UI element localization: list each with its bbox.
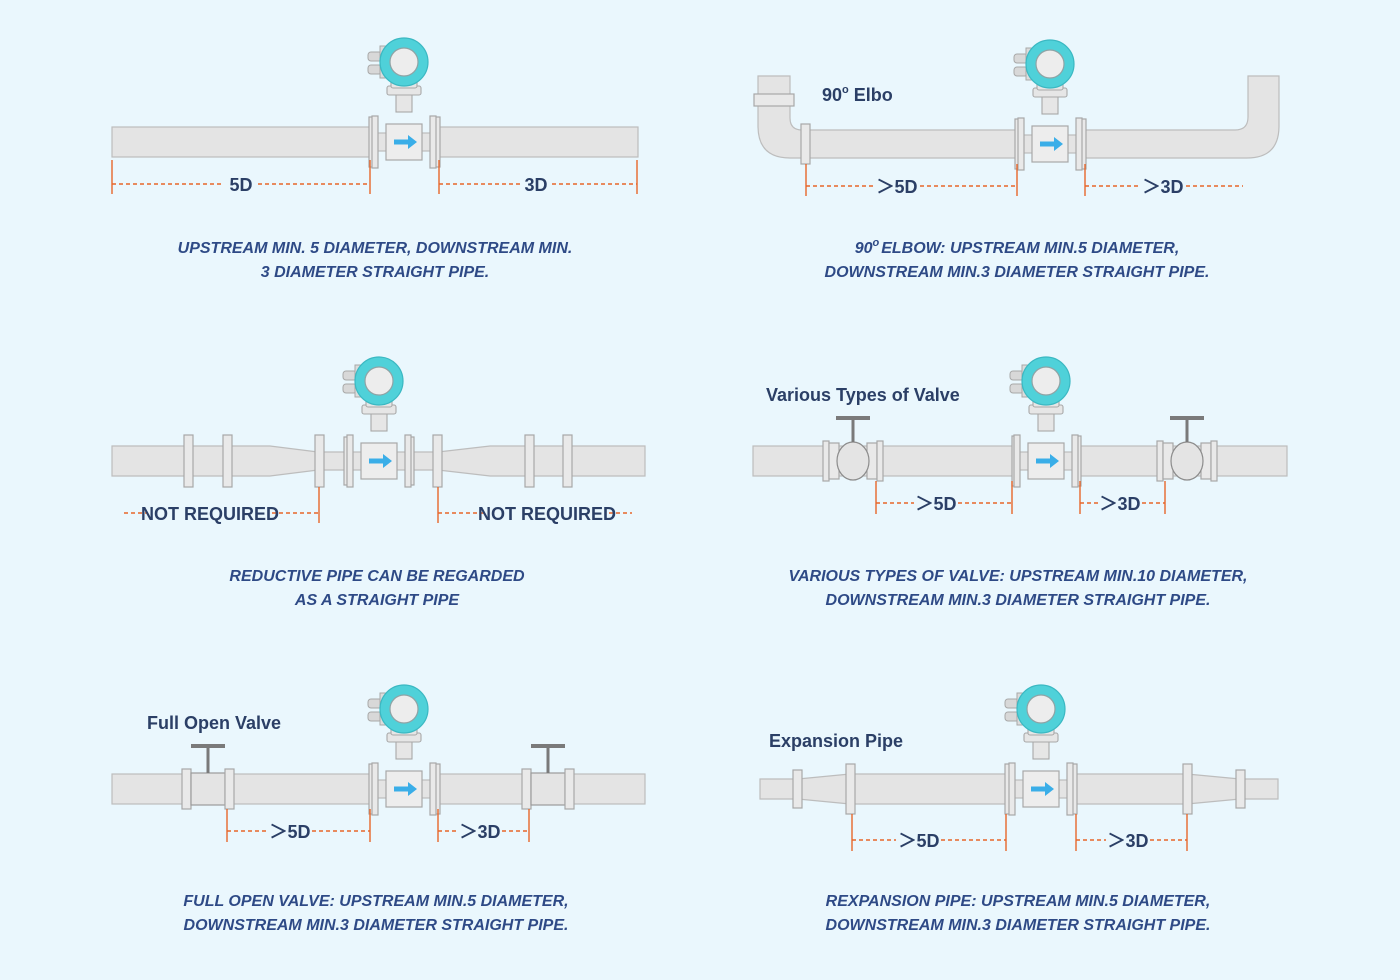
upstream-dimension: 5D [229, 175, 252, 195]
caption-line-2: DOWNSTREAM MIN.3 DIAMETER STRAIGHT PIPE. [184, 917, 569, 934]
panel-straight: 5D 3D UPSTREAM MIN. 5 DIAMETER, DOWNSTRE… [111, 37, 639, 281]
valve-label: Various Types of Valve [766, 385, 960, 405]
downstream-dimension: ＞3D [1099, 494, 1140, 514]
downstream-dimension: ＞3D [459, 822, 500, 842]
expansion-pipe-label: Expansion Pipe [769, 731, 903, 751]
caption-line-1: UPSTREAM MIN. 5 DIAMETER, DOWNSTREAM MIN… [178, 240, 573, 257]
caption-line-2: DOWNSTREAM MIN.3 DIAMETER STRAIGHT PIPE. [825, 264, 1210, 281]
upstream-dimension: ＞5D [898, 831, 939, 851]
upstream-dimension: ＞5D [915, 494, 956, 514]
caption-line-1: REXPANSION PIPE: UPSTREAM MIN.5 DIAMETER… [826, 893, 1211, 910]
caption-line-1: VARIOUS TYPES OF VALVE: UPSTREAM MIN.10 … [788, 568, 1247, 585]
panel-full-open-valve: Full Open Valve ＞5D ＞3D FULL OPEN VALVE:… [111, 684, 646, 934]
panel-reductive: NOT REQUIRED NOT REQUIRED REDUCTIVE PIPE… [111, 356, 646, 609]
elbow-label: 90o Elbo [822, 84, 893, 105]
caption-line-2: AS A STRAIGHT PIPE [294, 592, 460, 609]
caption-line-1: REDUCTIVE PIPE CAN BE REGARDED [229, 568, 525, 585]
upstream-dimension: NOT REQUIRED [141, 504, 279, 524]
caption-line-2: 3 DIAMETER STRAIGHT PIPE. [261, 264, 489, 281]
valve-icon [521, 743, 575, 810]
panel-valves: Various Types of Valve ＞5D ＞3D VARIOUS T… [752, 356, 1288, 609]
downstream-dimension: NOT REQUIRED [478, 504, 616, 524]
valve-icon [181, 743, 235, 810]
panel-expansion: Expansion Pipe ＞5D ＞3D REXPANSION PIPE: … [759, 684, 1279, 934]
downstream-dimension: ＞3D [1107, 831, 1148, 851]
downstream-dimension: ＞3D [1142, 177, 1183, 197]
upstream-dimension: ＞5D [876, 177, 917, 197]
valve-icon [1156, 415, 1218, 482]
upstream-dimension: ＞5D [269, 822, 310, 842]
caption-line-1: FULL OPEN VALVE: UPSTREAM MIN.5 DIAMETER… [183, 893, 568, 910]
caption-line-2: DOWNSTREAM MIN.3 DIAMETER STRAIGHT PIPE. [826, 592, 1211, 609]
caption-line-2: DOWNSTREAM MIN.3 DIAMETER STRAIGHT PIPE. [826, 917, 1211, 934]
downstream-dimension: 3D [524, 175, 547, 195]
full-open-valve-label: Full Open Valve [147, 713, 281, 733]
valve-icon [822, 415, 884, 482]
